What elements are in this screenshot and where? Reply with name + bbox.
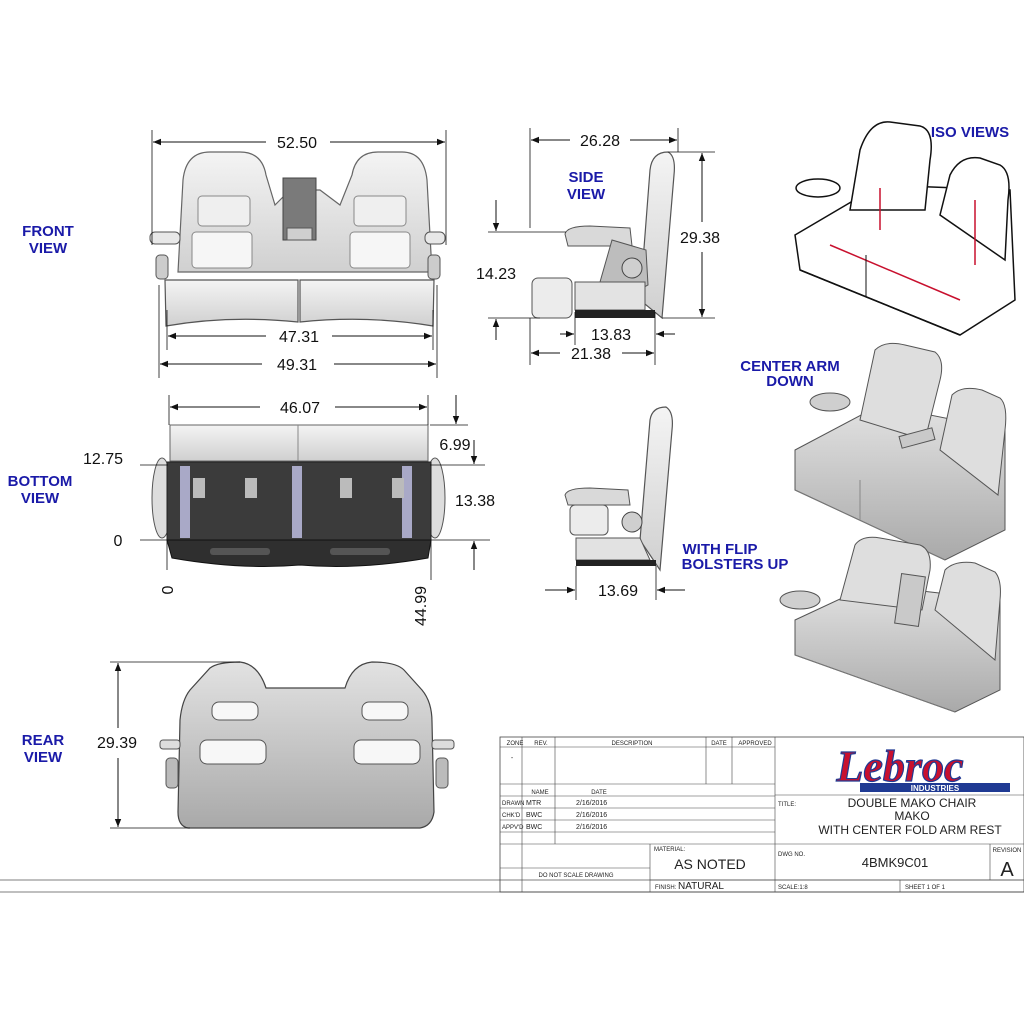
tb-name-header: NAME [531,790,548,796]
tb-zone-header: ZONE [507,741,524,747]
tb-checked-date: 2/16/2016 [576,812,607,819]
front-view-drawing [149,130,447,378]
dim-52-50: 52.50 [277,135,317,152]
tb-scale: SCALE:1:8 [778,885,808,891]
tb-checked-name: BWC [526,812,542,819]
dim-13-69: 13.69 [598,583,638,600]
dim-29-38: 29.38 [680,230,720,247]
tb-revision: A [1000,859,1014,881]
dim-12-75: 12.75 [83,451,123,468]
tb-finish-value: NATURAL [678,881,724,892]
dim-21-38: 21.38 [571,346,611,363]
dim-zero-x: 0 [160,585,177,594]
center-arm-label-2: DOWN [766,373,814,390]
bottom-view-label-1: BOTTOM [8,473,73,490]
tb-date-header: DATE [711,741,727,747]
rear-view-label-2: VIEW [24,749,63,766]
tb-title-line-3: WITH CENTER FOLD ARM REST [818,823,1002,837]
tb-title-line-1: DOUBLE MAKO CHAIR [848,796,977,810]
tb-date-col-header: DATE [591,790,607,796]
iso-view-center-arm-down [794,342,1007,561]
tb-drawn-label: DRAWN [502,801,524,807]
bottom-view-drawing [140,395,490,580]
tb-sheet: SHEET 1 OF 1 [905,885,946,891]
tb-revision-label: REVISION [993,848,1022,854]
tb-dwg-no-label: DWG NO. [778,852,805,858]
tb-title-line-2: MAKO [894,809,929,823]
tb-checked-label: CHK'D [502,813,521,819]
side-view-label-2: VIEW [567,186,606,203]
rear-view-label-1: REAR [22,732,65,749]
rear-view-drawing [110,661,455,829]
tb-approved-date: 2/16/2016 [576,824,607,831]
front-view-label-1: FRONT [22,223,74,240]
iso-view-line-art [794,121,1016,336]
center-arm-label-1: CENTER ARM [740,358,839,375]
tb-description-header: DESCRIPTION [611,741,652,747]
dim-46-07: 46.07 [280,400,320,417]
tb-title-label: TITLE: [778,802,796,808]
tb-material-value: AS NOTED [674,856,746,872]
front-view-label-2: VIEW [29,240,68,257]
title-block [0,736,1024,893]
tb-dwg-no: 4BMK9C01 [862,855,928,870]
tb-zone-dash: - [511,755,514,762]
tb-drawn-name: MTR [526,800,541,807]
dim-zero-y: 0 [114,533,123,550]
dim-29-39: 29.39 [97,735,137,752]
side-view-label-1: SIDE [568,169,603,186]
flip-bolsters-label-1: WITH FLIP [683,541,758,558]
iso-view-bolsters-up [779,536,1001,713]
dim-44-99: 44.99 [413,586,430,626]
tb-rev-header: REV. [534,741,548,747]
tb-do-not-scale: DO NOT SCALE DRAWING [538,873,613,879]
tb-material-label: MATERIAL: [654,847,686,853]
side-view-drawing [488,128,715,365]
flip-bolster-view-drawing [545,406,685,600]
logo-subtext: INDUSTRIES [911,784,960,793]
bottom-view-label-2: VIEW [21,490,60,507]
flip-bolsters-label-2: BOLSTERS UP [682,556,789,573]
dim-14-23: 14.23 [476,266,516,283]
dim-49-31: 49.31 [277,357,317,374]
tb-approved-header: APPROVED [738,741,772,747]
tb-approved-label: APPV'D [502,825,524,831]
lebroc-logo: Lebroc INDUSTRIES [777,739,1022,793]
dim-13-83: 13.83 [591,327,631,344]
dim-13-38: 13.38 [455,493,495,510]
iso-views-label: ISO VIEWS [931,124,1009,141]
tb-drawn-date: 2/16/2016 [576,800,607,807]
dim-47-31: 47.31 [279,329,319,346]
tb-approved-name: BWC [526,824,542,831]
tb-finish-label: FINISH: [655,885,677,891]
dim-6-99: 6.99 [439,437,470,454]
dim-26-28: 26.28 [580,133,620,150]
